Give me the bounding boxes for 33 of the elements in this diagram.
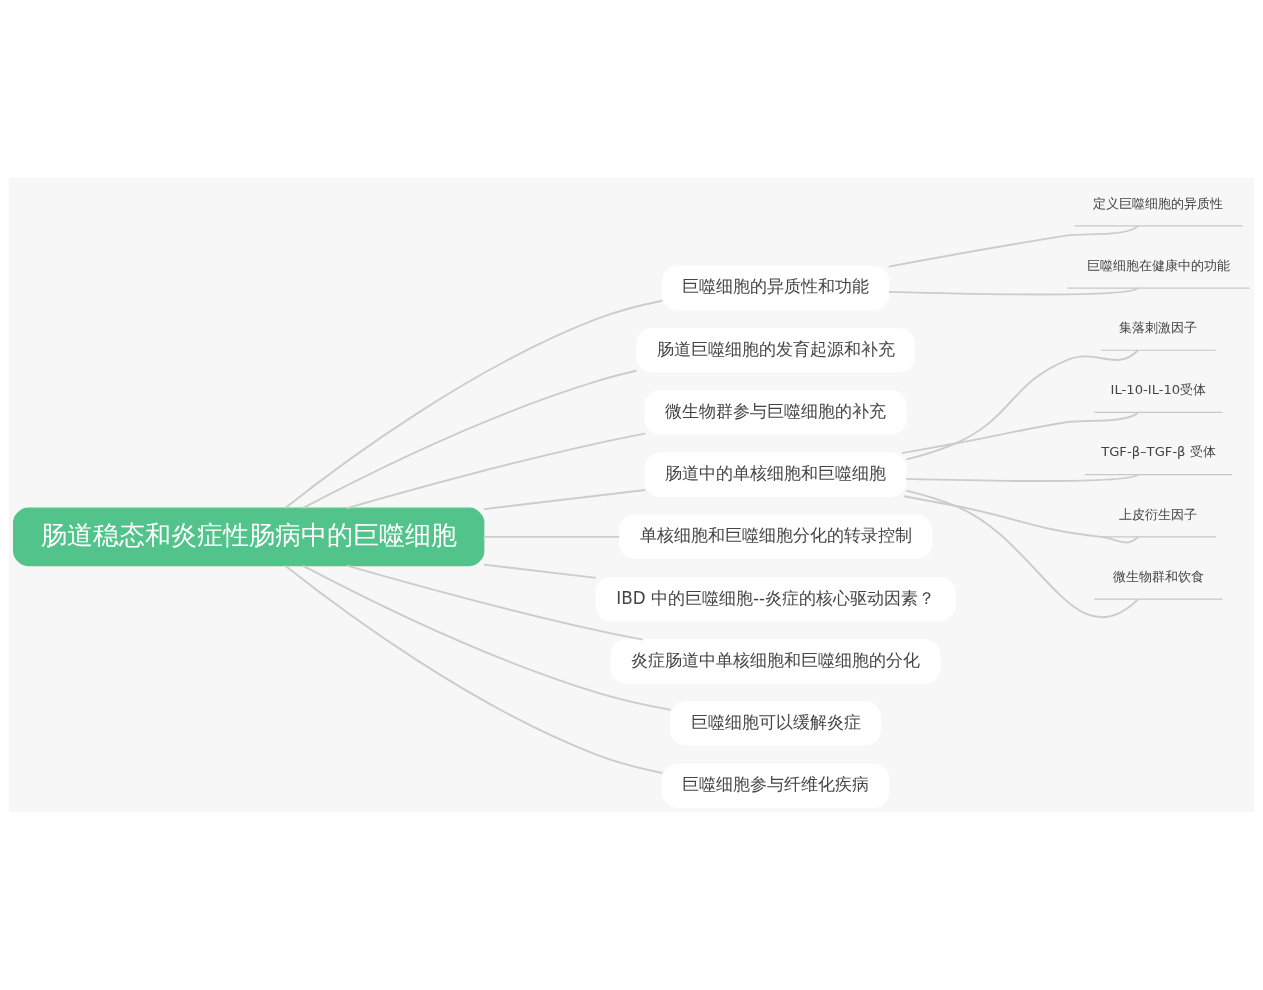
connector	[284, 564, 664, 774]
node-box: 肠道中的单核细胞和巨噬细胞	[644, 452, 907, 497]
node-text: 巨噬细胞在健康中的功能	[1086, 257, 1230, 273]
node-box: 单核细胞和巨噬细胞分化的转录控制	[618, 514, 933, 559]
node-text: TGF-β–TGF-β 受体	[1101, 444, 1216, 460]
node-box: 炎症肠道中单核细胞和巨噬细胞的分化	[610, 639, 941, 684]
node-box: 肠道稳态和炎症性肠病中的巨噬细胞	[13, 507, 485, 567]
node-box: 肠道巨噬细胞的发育起源和补充	[636, 328, 915, 373]
connector	[346, 432, 647, 510]
connector	[905, 489, 1140, 618]
connector	[301, 564, 672, 711]
connector	[284, 299, 664, 509]
connector	[901, 411, 1140, 455]
node-box: 巨噬细胞参与纤维化疾病	[662, 763, 890, 808]
node-text: 定义巨噬细胞的异质性	[1093, 195, 1224, 211]
node-box: 巨噬细胞的异质性和功能	[662, 265, 890, 311]
node-text: 集落刺激因子	[1119, 320, 1198, 336]
node-text: 微生物群和饮食	[1112, 568, 1204, 584]
connector	[905, 473, 1140, 482]
connector	[905, 349, 1140, 461]
connector	[482, 563, 598, 579]
connector	[903, 495, 1140, 544]
connector	[301, 369, 638, 509]
connector	[887, 287, 1140, 296]
node-box: 巨噬细胞可以缓解炎症	[670, 701, 881, 746]
node-text: IL-10-IL-10受体	[1110, 382, 1207, 398]
node-text: 上皮衍生因子	[1119, 506, 1198, 522]
connector	[482, 489, 647, 511]
connector	[346, 564, 644, 641]
node-box: 微生物群参与巨噬细胞的补充	[644, 390, 907, 435]
connector	[887, 224, 1140, 268]
connector	[482, 535, 621, 538]
node-box: IBD 中的巨噬细胞--炎症的核心驱动因素？	[595, 576, 956, 622]
